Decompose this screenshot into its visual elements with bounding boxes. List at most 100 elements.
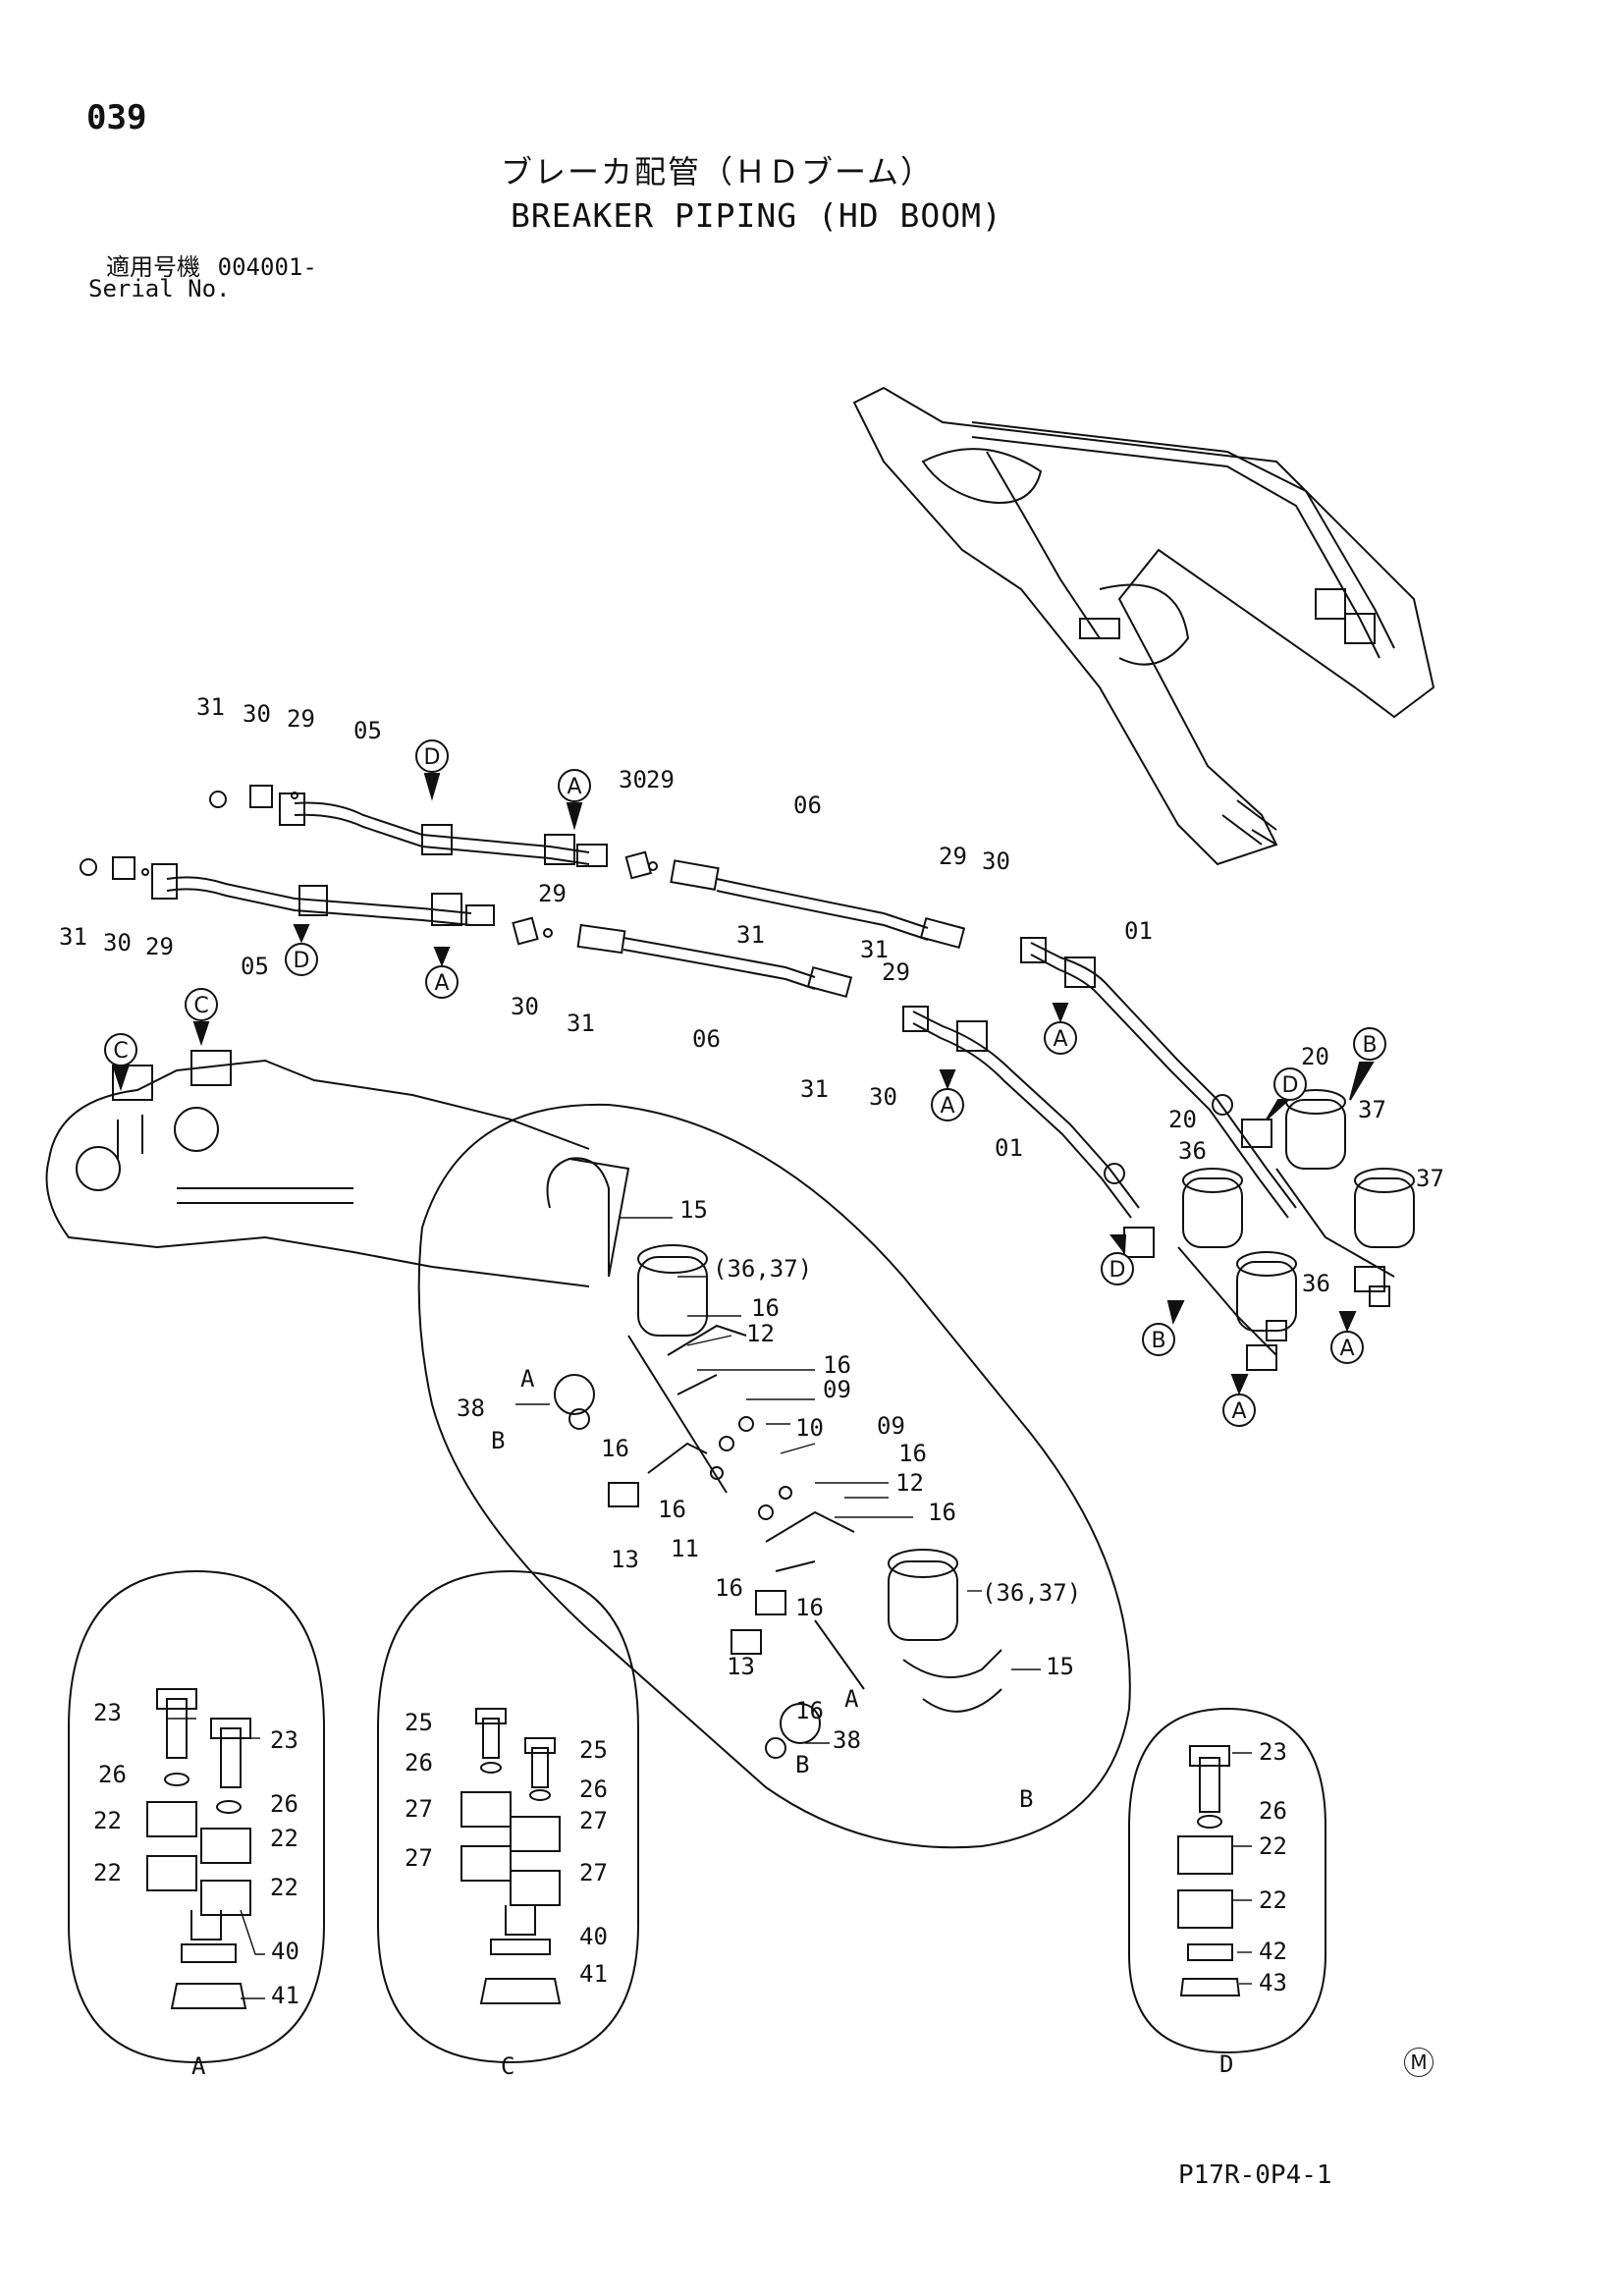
callout: 31 <box>59 923 87 951</box>
callout: (36,37) <box>982 1579 1081 1607</box>
pipe-01-pair <box>902 937 1297 1258</box>
callout: 37 <box>1358 1096 1386 1123</box>
callout: A <box>191 2052 206 2080</box>
callout: 29 <box>287 705 315 733</box>
callout: 27 <box>405 1844 433 1872</box>
callout: 16 <box>715 1574 743 1602</box>
svg-text:B: B <box>1362 1033 1377 1058</box>
view-marker-d: D <box>415 739 449 801</box>
callout: 30 <box>511 993 539 1020</box>
callout: 31 <box>196 693 225 721</box>
svg-text:B: B <box>1151 1329 1165 1353</box>
callout: A <box>844 1685 859 1713</box>
m-mark: M <box>1404 2048 1434 2077</box>
view-marker-d: D <box>1101 1234 1134 1285</box>
callout: 37 <box>1416 1165 1444 1192</box>
callout: 40 <box>271 1938 299 1965</box>
view-marker-a: A <box>558 769 591 831</box>
detail-view-c <box>377 1569 639 2064</box>
callout: 16 <box>601 1435 629 1462</box>
callout: 31 <box>800 1075 829 1103</box>
callout: 27 <box>579 1807 608 1834</box>
callout: 30 <box>103 929 132 957</box>
callout: 05 <box>241 953 269 980</box>
callout: 06 <box>793 792 822 819</box>
detail-view-d <box>1128 1707 1326 2054</box>
callout: 15 <box>1046 1653 1074 1680</box>
callout: 31 <box>567 1010 595 1037</box>
svg-text:A: A <box>1231 1399 1246 1424</box>
callout: 13 <box>727 1653 755 1680</box>
callout: D <box>1219 2050 1233 2078</box>
callout: 36 <box>1302 1270 1330 1297</box>
callout: 22 <box>1259 1832 1287 1860</box>
callout: 29 <box>145 933 174 960</box>
callout: 06 <box>692 1025 721 1053</box>
view-marker-a: A <box>1044 1003 1077 1055</box>
callout: 11 <box>671 1535 699 1562</box>
view-marker-c: C <box>104 1033 137 1092</box>
callout: 29 <box>939 843 967 870</box>
view-marker-b: B <box>1349 1027 1386 1101</box>
callout: 26 <box>579 1776 608 1803</box>
callout: 09 <box>877 1412 905 1440</box>
callout: (36,37) <box>713 1255 812 1283</box>
callout: 31 <box>736 921 765 949</box>
svg-text:C: C <box>113 1039 128 1064</box>
boom-overview <box>852 386 1435 866</box>
view-marker-d: D <box>1266 1067 1307 1121</box>
callout: 27 <box>405 1795 433 1823</box>
title-english: BREAKER PIPING (HD BOOM) <box>511 196 1002 235</box>
callout: 40 <box>579 1923 608 1950</box>
callout: 29 <box>882 958 910 986</box>
callout: 26 <box>98 1761 127 1788</box>
boom-base <box>45 1050 590 1287</box>
callout: 26 <box>405 1749 433 1777</box>
svg-text:C: C <box>193 994 208 1018</box>
callout: 15 <box>679 1196 708 1224</box>
callout: 16 <box>823 1351 851 1379</box>
callout: 16 <box>795 1594 824 1621</box>
callout: 42 <box>1259 1938 1287 1965</box>
view-marker-c: C <box>185 988 218 1047</box>
callout: 16 <box>898 1440 927 1467</box>
callout: B <box>1019 1785 1033 1813</box>
callout: 31 <box>860 936 889 963</box>
callout: 10 <box>795 1414 824 1442</box>
callout: 20 <box>1168 1106 1197 1133</box>
callout: B <box>795 1751 809 1778</box>
serial-value: 004001- <box>217 253 317 281</box>
callout: 30 <box>982 847 1010 875</box>
callout: 23 <box>270 1726 298 1754</box>
view-marker-a: A <box>931 1069 964 1121</box>
callout: 22 <box>93 1859 122 1886</box>
svg-text:A: A <box>434 971 449 996</box>
callout: 01 <box>1124 917 1153 945</box>
title-japanese: ブレーカ配管（ＨＤブーム） <box>501 153 935 191</box>
callout: 13 <box>611 1546 639 1573</box>
view-marker-b: B <box>1142 1300 1185 1356</box>
callout-labels: 31 30 29 05 31 30 29 05 30 29 06 29 31 3… <box>59 693 1444 2080</box>
detail-view-b <box>417 1103 1131 1849</box>
callout: 26 <box>1259 1797 1287 1825</box>
callout: 38 <box>833 1726 861 1754</box>
callout: 25 <box>405 1709 433 1736</box>
svg-text:D: D <box>1282 1073 1299 1098</box>
hose-06-upper <box>624 850 966 950</box>
svg-text:A: A <box>940 1094 954 1119</box>
callout: 01 <box>995 1134 1023 1162</box>
svg-text:A: A <box>1053 1027 1067 1052</box>
valve-assembly <box>1177 1089 1415 1371</box>
callout: C <box>501 2052 514 2080</box>
callout: 26 <box>270 1790 298 1818</box>
callout: 05 <box>353 717 382 744</box>
drawing-code: P17R-0P4-1 <box>1178 2160 1332 2190</box>
callout: 41 <box>271 1982 299 2009</box>
serial-line: 適用号機 004001- <box>106 247 317 282</box>
callout: 16 <box>751 1294 780 1322</box>
pipe-05-lower <box>80 856 495 926</box>
view-marker-a: A <box>1330 1311 1364 1364</box>
callout: B <box>491 1427 505 1454</box>
